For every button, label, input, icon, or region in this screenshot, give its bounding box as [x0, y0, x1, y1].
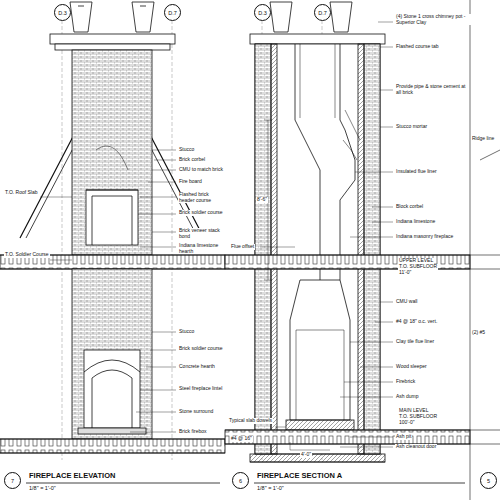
callout-text: Wood sleeper — [395, 364, 428, 370]
callout-text: Brick corbel — [178, 157, 206, 163]
bubble-text: D.3 — [258, 10, 267, 16]
grid-bubble: 6 — [232, 472, 249, 489]
callout-text: Brick veneer stack bond — [178, 228, 226, 239]
callout-text: Fire board — [178, 179, 203, 185]
callout-text: #4 @ 18" o.c. vert. — [395, 319, 438, 325]
bubble-text: 7 — [11, 478, 14, 484]
callout-text: 8'-6" — [256, 197, 268, 203]
callout-text: Typical slab dowels — [228, 418, 273, 424]
drawing-title: FIREPLACE ELEVATION — [28, 472, 116, 480]
callout-text: UPPER LEVEL — [398, 258, 434, 264]
callout-text: T.O. SUBFLOOR — [398, 264, 438, 270]
bubble-text: D.7 — [168, 10, 177, 16]
callout-text: Brick firebox — [178, 429, 208, 435]
callout-text: Stucco — [178, 147, 195, 153]
callout-text: Concrete hearth — [178, 364, 216, 370]
bubble-text: 5 — [487, 478, 490, 484]
callout-text: Flue offset — [230, 244, 255, 250]
callout-text: T.O. SUBFLOOR — [398, 414, 438, 420]
bubble-text: 6 — [239, 478, 242, 484]
scale-note: 1/8" = 1'-0" — [256, 486, 285, 492]
callout-text: Steel fireplace lintel — [178, 386, 223, 392]
callout-text: Stucco mortar — [395, 124, 428, 130]
drawing-title: FIREPLACE SECTION A — [256, 472, 343, 480]
callout-text: T.O. Roof Slab — [4, 190, 39, 196]
grid-bubble: 7 — [4, 472, 21, 489]
callout-text: Flashed brick header course — [178, 192, 226, 203]
grid-bubble: D.3 — [254, 4, 271, 21]
callout-text: Firebrick — [395, 379, 416, 385]
grid-bubble: D.7 — [314, 4, 331, 21]
callout-text: 4'-0" — [300, 452, 312, 458]
callout-text: Brick soldier course — [178, 346, 224, 352]
callout-text: CMU wall — [395, 299, 418, 305]
callout-text: Ash pit — [395, 434, 412, 440]
callout-text: (4) Stone 1 cross chimney pot - Superior… — [395, 14, 471, 25]
callout-text: Stone surround — [178, 409, 214, 415]
callout-text: T.O. Soldier Course — [4, 252, 50, 258]
grid-bubble: D.3 — [54, 4, 71, 21]
callout-text: Ash cleanout door — [395, 444, 437, 450]
callout-text: (2) #5 — [471, 330, 486, 336]
callout-text: Stucco — [178, 329, 195, 335]
callout-text: #4 @ 16" — [230, 436, 253, 442]
callout-text: Brick soldier course — [178, 210, 224, 216]
callout-text: 11'-0" — [398, 270, 412, 276]
grid-bubble: 5 — [480, 472, 497, 489]
callout-text: CMU to match brick — [178, 167, 224, 173]
bubble-text: D.7 — [318, 10, 327, 16]
callout-text: Block corbel — [395, 204, 424, 210]
callout-text: Ridge line — [471, 136, 495, 142]
callout-text: Indiana limestone hearth — [178, 243, 226, 254]
callout-text: Provide pipe & stone cement at all brick — [395, 84, 469, 95]
callout-text: Insulated flue liner — [395, 169, 438, 175]
callout-text: MAIN LEVEL — [398, 408, 429, 414]
callout-text: Indiana limestone — [395, 219, 436, 225]
bubble-text: D.3 — [58, 10, 67, 16]
grid-bubble: D.7 — [164, 4, 181, 21]
callout-text: Clay tile flue liner — [395, 339, 435, 345]
callout-text: Ash dump — [395, 394, 420, 400]
callout-text: Flashed course tab — [395, 44, 440, 50]
scale-note: 1/8" = 1'-0" — [28, 486, 57, 492]
callout-text: 100'-0" — [398, 420, 416, 426]
callout-text: Indiana masonry fireplace — [395, 234, 454, 240]
